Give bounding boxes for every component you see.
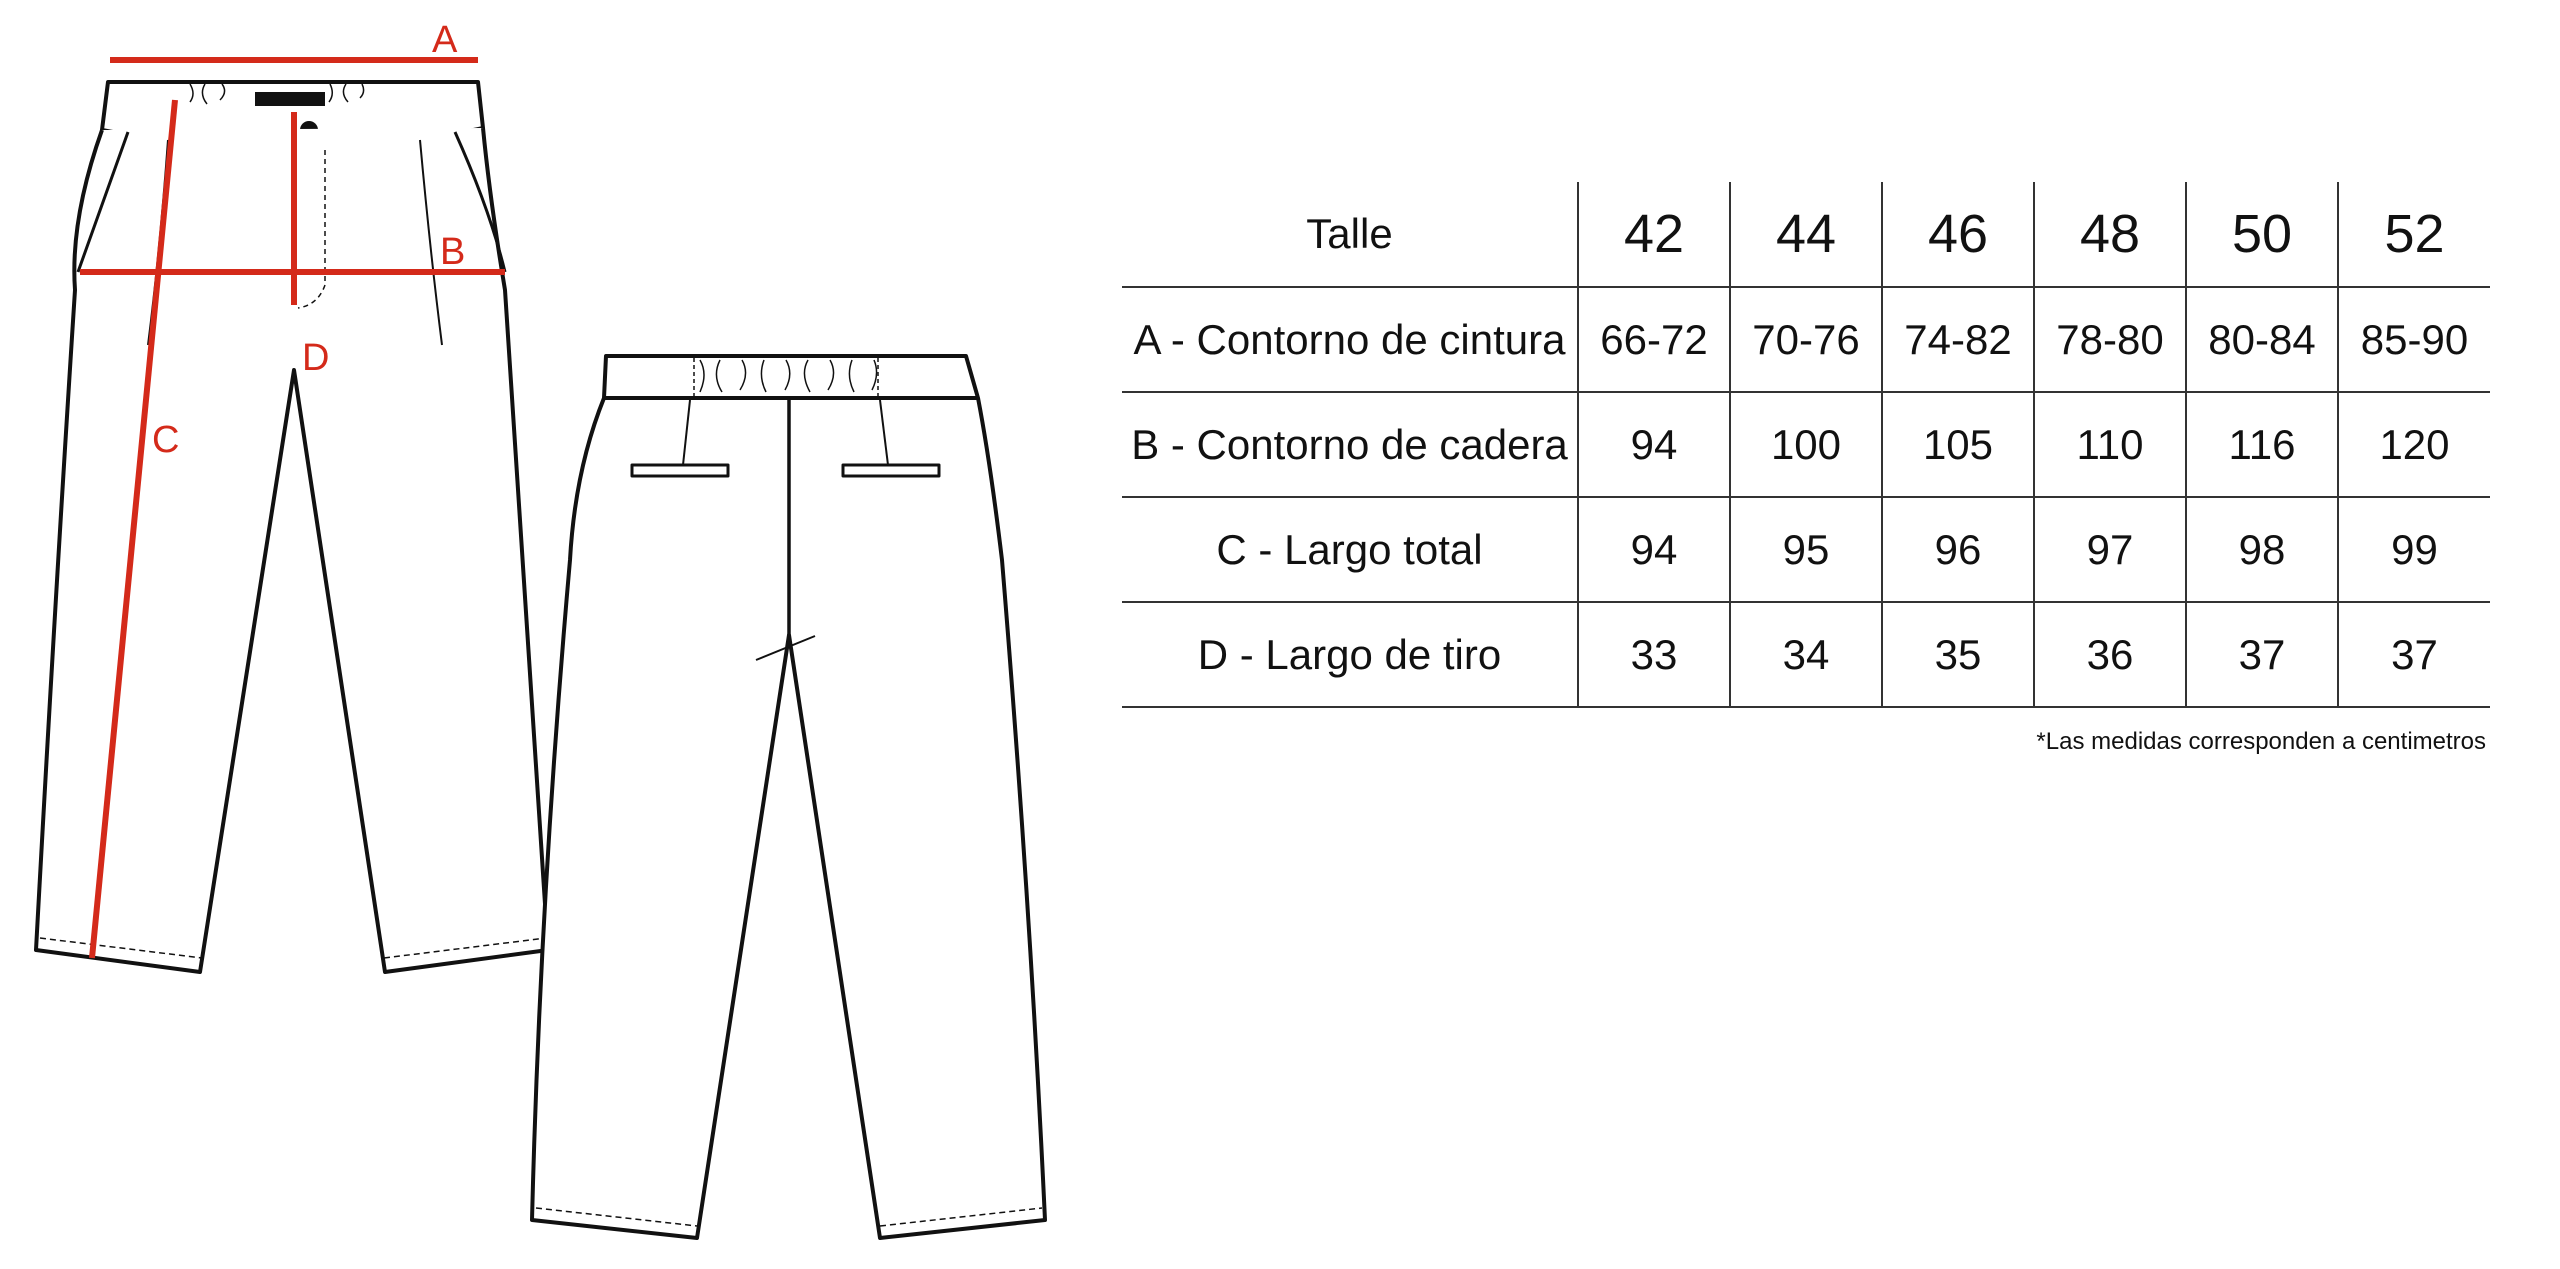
back-dart-right [879, 399, 889, 466]
measure-label-b: B [440, 231, 465, 273]
table-row: D - Largo de tiro 33 34 35 36 37 37 [1122, 602, 2490, 707]
front-outline [34, 127, 550, 974]
table-cell: 99 [2337, 497, 2490, 602]
size-header-cell: 46 [1881, 182, 2034, 287]
front-pocket-right [453, 131, 507, 273]
table-cell: 66-72 [1577, 287, 1730, 392]
table-cell: 105 [1881, 392, 2034, 497]
front-fly [297, 150, 326, 309]
table-cell: 96 [1881, 497, 2034, 602]
pants-back-view [530, 354, 1047, 1240]
front-elastic-gathers [189, 83, 365, 105]
table-cell: 94 [1577, 497, 1730, 602]
table-cell: 120 [2337, 392, 2490, 497]
measurement-lines [80, 57, 505, 959]
table-row: B - Contorno de cadera 94 100 105 110 11… [1122, 392, 2490, 497]
size-header-cell: 48 [2033, 182, 2186, 287]
table-cell: 95 [1729, 497, 1882, 602]
measure-label-c: C [152, 419, 179, 461]
table-cell: 94 [1577, 392, 1730, 497]
table-cell: 110 [2033, 392, 2186, 497]
measure-line-c [89, 99, 178, 959]
size-header-row: Talle 42 44 46 48 50 52 [1122, 182, 2490, 287]
table-cell: 100 [1729, 392, 1882, 497]
size-header-cell: 52 [2337, 182, 2490, 287]
size-header-cell: 50 [2185, 182, 2338, 287]
brand-tag [255, 92, 325, 106]
table-row: A - Contorno de cintura 66-72 70-76 74-8… [1122, 287, 2490, 392]
front-pleat-right [419, 139, 443, 346]
back-dart-left [682, 399, 691, 466]
table-cell: 36 [2033, 602, 2186, 707]
table-cell: 74-82 [1881, 287, 2034, 392]
row-label: A - Contorno de cintura [1133, 315, 1566, 363]
size-chart-table: Talle 42 44 46 48 50 52 A - Contorno de … [1122, 182, 2490, 708]
back-seam-tick [755, 635, 816, 661]
table-cell: 85-90 [2337, 287, 2490, 392]
front-hem-stitch [39, 937, 547, 959]
table-cell: 80-84 [2185, 287, 2338, 392]
table-cell: 35 [1881, 602, 2034, 707]
back-pocket-left [630, 463, 730, 478]
front-pocket-left [76, 131, 130, 273]
table-cell: 70-76 [1729, 287, 1882, 392]
back-elastic-gathers [699, 359, 878, 393]
row-label: B - Contorno de cadera [1131, 420, 1568, 468]
back-pocket-right [841, 463, 941, 478]
table-cell: 98 [2185, 497, 2338, 602]
table-cell: 97 [2033, 497, 2186, 602]
row-label: D - Largo de tiro [1197, 630, 1502, 678]
table-row: C - Largo total 94 95 96 97 98 99 [1122, 497, 2490, 602]
measure-label-a: A [432, 19, 458, 61]
size-header-cell: 42 [1577, 182, 1730, 287]
table-cell: 37 [2337, 602, 2490, 707]
back-waistband [602, 354, 980, 400]
size-header-label: Talle [1306, 210, 1393, 257]
table-cell: 78-80 [2033, 287, 2186, 392]
table-cell: 33 [1577, 602, 1730, 707]
pants-front-view [34, 80, 550, 974]
pants-illustrations: A B C D [0, 0, 1060, 1269]
table-cell: 34 [1729, 602, 1882, 707]
size-header-cell: 44 [1729, 182, 1882, 287]
back-hem-stitch [535, 1207, 1043, 1227]
row-label: C - Largo total [1216, 525, 1483, 573]
measure-label-d: D [302, 337, 329, 379]
footnote: *Las medidas corresponden a centimetros [2036, 728, 2486, 755]
table-cell: 37 [2185, 602, 2338, 707]
table-cell: 116 [2185, 392, 2338, 497]
